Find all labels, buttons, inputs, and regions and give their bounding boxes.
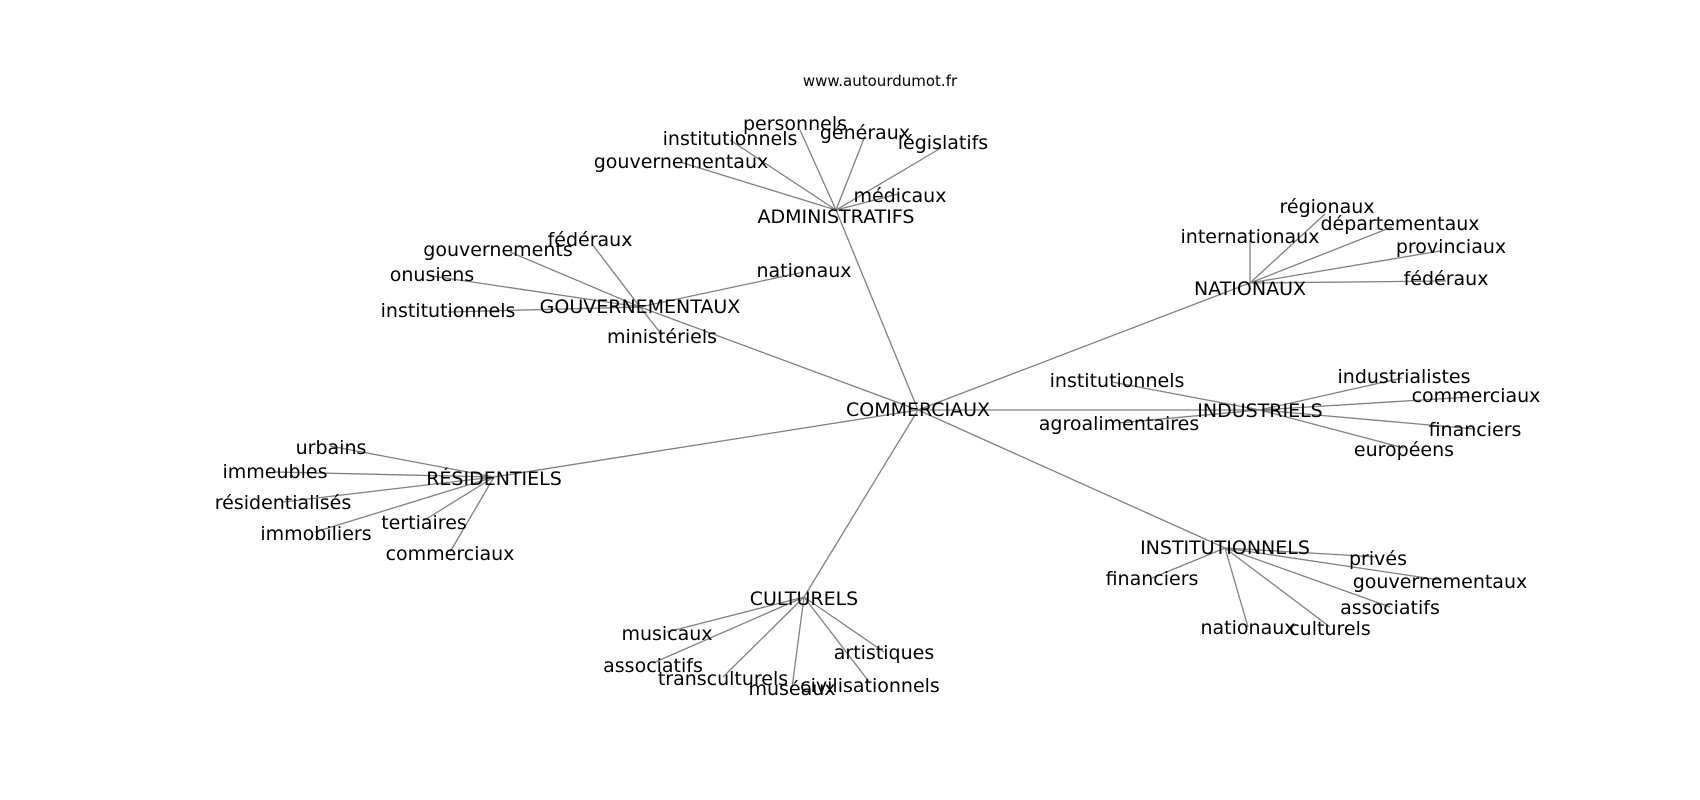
edge-residentiels-leaf-5: [449, 476, 495, 553]
word-node[interactable]: gouvernements: [423, 239, 572, 261]
word-node[interactable]: culturels: [1289, 618, 1371, 640]
edge-culturels-leaf-5: [791, 596, 805, 689]
edge-administratifs-leaf-3: [835, 147, 942, 211]
labels: www.autourdumot.fr personnelsinstitution…: [215, 72, 1541, 700]
edge-gouvernementaux-leaf-2: [431, 275, 641, 308]
edge-administratifs-leaf-0: [799, 129, 837, 211]
hub-node-institutionnels[interactable]: INSTITUTIONNELS: [1140, 537, 1310, 559]
word-node[interactable]: urbains: [296, 437, 367, 459]
word-node[interactable]: industrialistes: [1338, 366, 1471, 388]
word-node[interactable]: institutionnels: [381, 300, 516, 322]
word-node[interactable]: financiers: [1429, 419, 1522, 441]
word-node[interactable]: institutionnels: [663, 128, 798, 150]
word-node[interactable]: médicaux: [854, 185, 947, 207]
word-node[interactable]: musicaux: [621, 623, 712, 645]
word-node[interactable]: nationaux: [756, 260, 851, 282]
word-node[interactable]: artistiques: [834, 642, 935, 664]
word-node[interactable]: muséaux: [748, 678, 835, 700]
edges: [273, 129, 1476, 689]
hub-node-industriels[interactable]: INDUSTRIELS: [1197, 400, 1322, 422]
word-node[interactable]: nationaux: [1200, 617, 1295, 639]
edge-residentiels-leaf-2: [282, 476, 495, 503]
word-node[interactable]: fédéraux: [548, 229, 633, 251]
edge-residentiels-leaf-4: [314, 476, 495, 533]
word-node[interactable]: départementaux: [1320, 213, 1479, 235]
edge-center-nationaux: [917, 282, 1251, 411]
word-node[interactable]: internationaux: [1181, 226, 1320, 248]
center-node[interactable]: COMMERCIAUX: [846, 399, 990, 421]
edge-institutionnels-leaf-3: [1224, 547, 1391, 608]
word-node[interactable]: ministériels: [607, 326, 717, 348]
edge-gouvernementaux-leaf-5: [639, 271, 805, 308]
edge-industriels-leaf-1: [1259, 377, 1403, 411]
edge-industriels-leaf-3: [1117, 409, 1261, 424]
word-node[interactable]: financiers: [1106, 568, 1199, 590]
edge-administratifs-leaf-2: [835, 135, 866, 211]
word-node[interactable]: agroalimentaires: [1039, 413, 1200, 435]
site-url[interactable]: www.autourdumot.fr: [803, 72, 958, 90]
word-node[interactable]: associatifs: [1340, 597, 1440, 619]
word-node[interactable]: législatifs: [898, 132, 988, 154]
edge-residentiels-leaf-0: [329, 445, 495, 478]
word-node[interactable]: institutionnels: [1050, 370, 1185, 392]
word-node[interactable]: commerciaux: [1412, 385, 1541, 407]
edge-institutionnels-leaf-4: [1224, 547, 1249, 628]
edge-culturels-leaf-2: [652, 596, 805, 664]
word-node[interactable]: transculturels: [658, 668, 788, 690]
word-node[interactable]: associatifs: [603, 655, 703, 677]
word-node[interactable]: provinciaux: [1396, 236, 1506, 258]
edge-gouvernementaux-leaf-0: [591, 243, 641, 308]
edge-institutionnels-leaf-0: [1224, 547, 1379, 558]
word-node[interactable]: fédéraux: [1404, 268, 1489, 290]
edge-gouvernementaux-leaf-3: [447, 306, 641, 313]
edge-nationaux-leaf-2: [1249, 226, 1393, 284]
hub-node-culturels[interactable]: CULTURELS: [750, 588, 859, 610]
word-node[interactable]: commerciaux: [386, 543, 515, 565]
edge-administratifs-leaf-4: [679, 161, 837, 211]
word-node[interactable]: généraux: [820, 122, 910, 144]
word-node[interactable]: onusiens: [390, 264, 475, 286]
word-node[interactable]: immobiliers: [260, 523, 371, 545]
edge-residentiels-leaf-3: [422, 476, 495, 522]
edge-gouvernementaux-leaf-1: [509, 251, 641, 308]
edge-gouvernementaux-leaf-4: [639, 306, 663, 336]
hub-node-nationaux[interactable]: NATIONAUX: [1194, 278, 1306, 300]
edge-culturels-leaf-4: [803, 596, 871, 684]
word-node[interactable]: civilisationnels: [800, 675, 940, 697]
hub-node-administratifs[interactable]: ADMINISTRATIFS: [758, 206, 915, 228]
edge-residentiels-leaf-1: [273, 471, 495, 478]
edge-nationaux-leaf-3: [1249, 250, 1441, 284]
word-node[interactable]: européens: [1354, 439, 1454, 461]
edge-center-culturels: [803, 409, 919, 598]
word-node[interactable]: tertiaires: [381, 512, 467, 534]
edge-center-administratifs: [835, 209, 919, 411]
hub-node-gouvernementaux[interactable]: GOUVERNEMENTAUX: [540, 296, 741, 318]
edge-industriels-leaf-4: [1259, 409, 1476, 430]
hub-node-residentiels[interactable]: RÉSIDENTIELS: [426, 467, 562, 490]
edge-culturels-leaf-3: [722, 596, 805, 678]
edge-institutionnels-leaf-5: [1224, 547, 1331, 628]
edge-center-gouvernementaux: [639, 306, 919, 411]
edge-center-institutionnels: [917, 409, 1226, 549]
word-node[interactable]: gouvernementaux: [1353, 571, 1528, 593]
word-node[interactable]: personnels: [743, 113, 847, 135]
edge-center-residentiels: [493, 409, 919, 478]
word-node[interactable]: privés: [1349, 548, 1407, 570]
word-node[interactable]: régionaux: [1279, 196, 1374, 218]
edge-nationaux-leaf-4: [1249, 280, 1447, 284]
word-node[interactable]: résidentialisés: [215, 492, 351, 514]
edge-industriels-leaf-5: [1259, 409, 1405, 449]
edge-culturels-leaf-1: [803, 596, 885, 653]
edge-administratifs-leaf-1: [729, 139, 837, 211]
edge-industriels-leaf-0: [1111, 381, 1261, 411]
word-node[interactable]: immeubles: [223, 461, 328, 483]
edge-industriels-leaf-2: [1259, 396, 1471, 411]
edge-institutionnels-leaf-2: [1224, 547, 1441, 581]
word-node[interactable]: gouvernementaux: [594, 151, 769, 173]
edge-administratifs-leaf-5: [835, 193, 899, 211]
edge-nationaux-leaf-0: [1249, 213, 1326, 284]
edge-culturels-leaf-0: [666, 596, 805, 633]
edge-institutionnels-leaf-1: [1151, 547, 1226, 579]
